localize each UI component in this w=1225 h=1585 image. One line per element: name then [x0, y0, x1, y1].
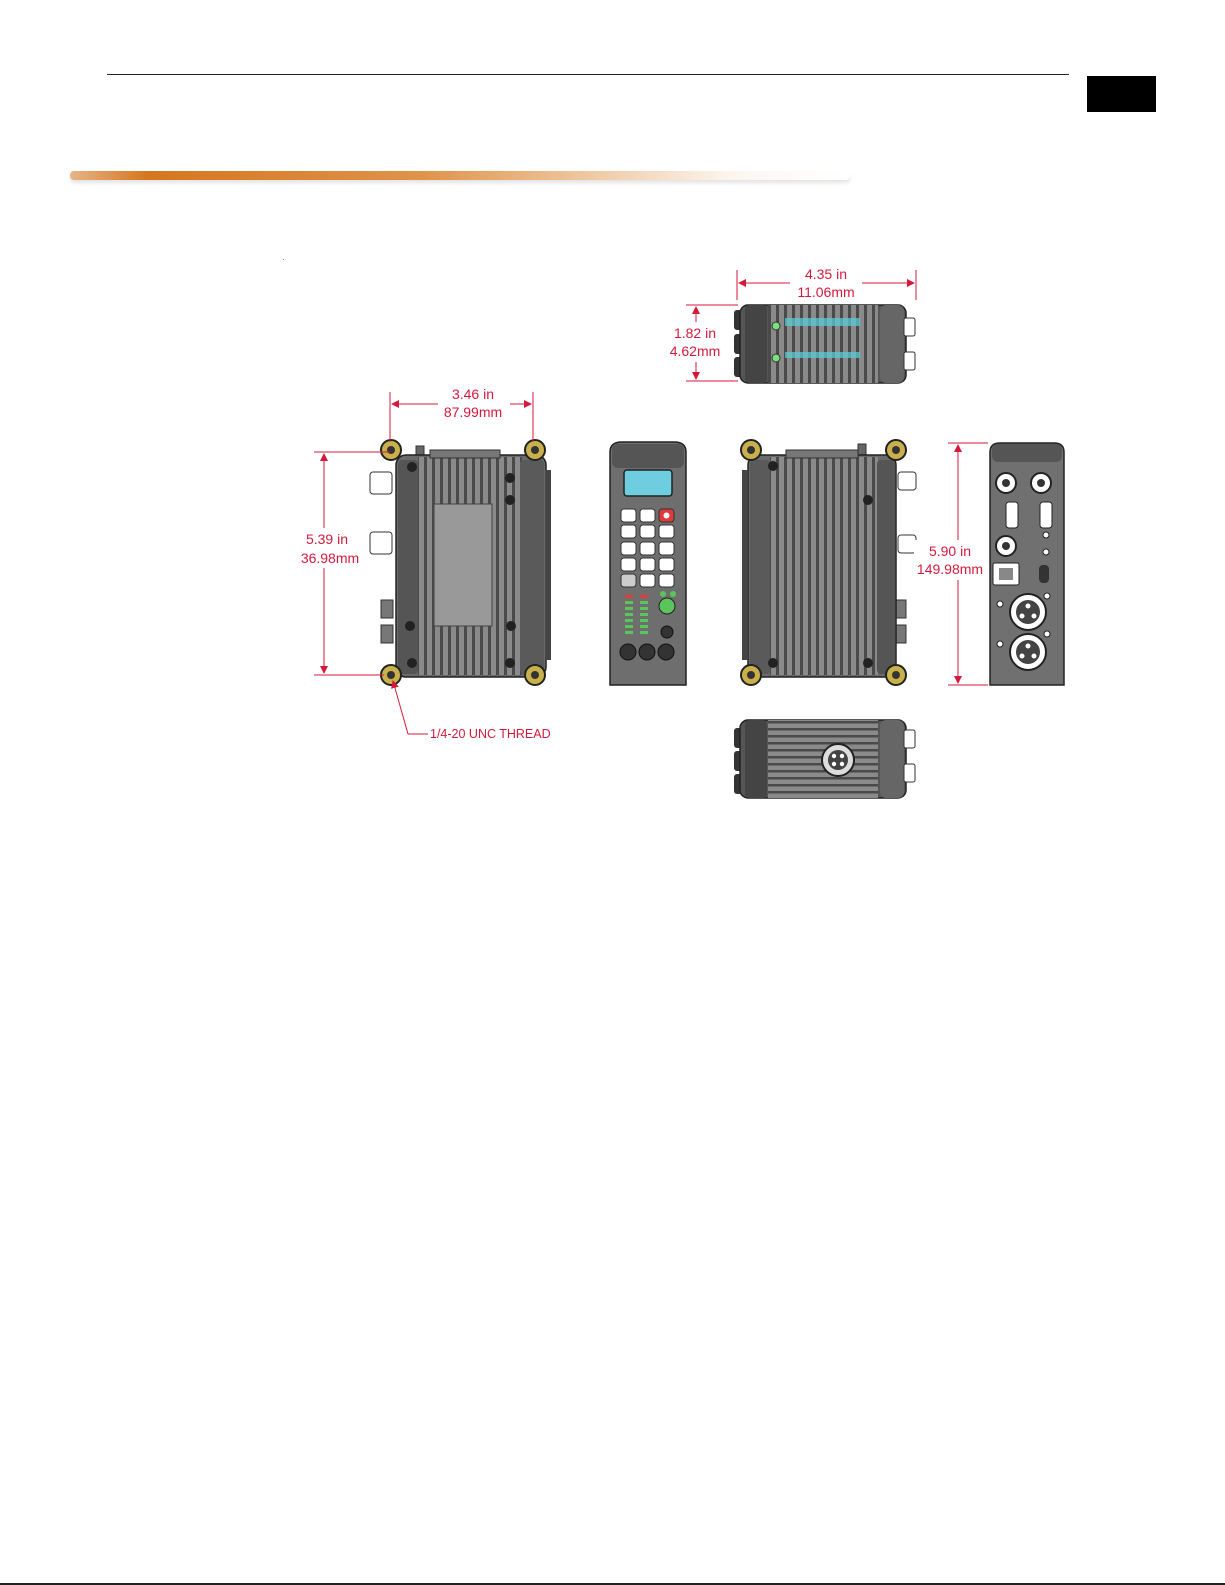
front-view — [741, 440, 916, 685]
front-panel-view — [610, 442, 686, 685]
side-connector-view — [990, 443, 1064, 685]
back-view — [370, 440, 551, 685]
dim-top-width-mm: 11.06mm — [797, 284, 854, 300]
dim-side-height-mm: 149.98mm — [917, 561, 983, 577]
thread-leader — [393, 681, 428, 734]
dim-side-height-in: 5.90 in — [929, 543, 971, 559]
dim-top-height-in: 1.82 in — [674, 325, 716, 341]
thread-callout: 1/4-20 UNC THREAD — [430, 727, 551, 741]
dim-back-width-mm: 87.99mm — [444, 404, 502, 420]
dim-back-height-mm: 36.98mm — [301, 550, 359, 566]
dim-back-height-in: 5.39 in — [306, 531, 348, 547]
stray-mark: · — [282, 255, 285, 264]
dim-top-width-in: 4.35 in — [805, 266, 847, 282]
dim-back-width-in: 3.46 in — [452, 386, 494, 402]
dim-top-height-mm: 4.62mm — [670, 343, 721, 359]
bottom-view — [734, 720, 915, 798]
top-view — [734, 305, 915, 383]
